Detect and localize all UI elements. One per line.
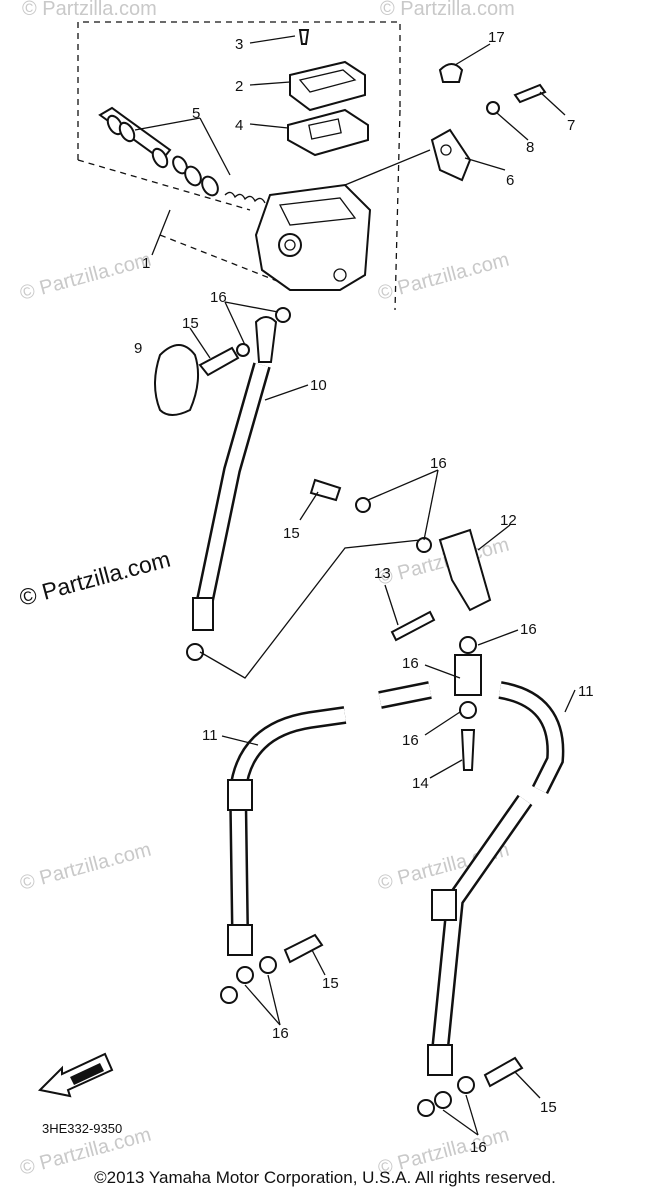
callout-11: 11	[202, 727, 218, 744]
callout-16: 16	[430, 455, 447, 472]
callout-7: 7	[567, 117, 575, 134]
front-arrow-icon	[37, 1052, 114, 1098]
callout-9: 9	[134, 340, 142, 357]
callout-15: 15	[182, 315, 199, 332]
callout-16: 16	[402, 655, 419, 672]
callout-11: 11	[578, 683, 594, 700]
callout-17: 17	[488, 29, 505, 46]
callout-16: 16	[210, 289, 227, 306]
callout-2: 2	[235, 78, 243, 95]
callout-1: 1	[142, 255, 150, 272]
callouts: 3 2 4 5 17 7 8 6 1 16 15 9 10 16 15 12 1…	[134, 29, 594, 1156]
callout-15: 15	[283, 525, 300, 542]
callout-4: 4	[235, 117, 243, 134]
callout-15: 15	[540, 1099, 557, 1116]
callout-8: 8	[526, 139, 534, 156]
lever-holder-parts	[430, 63, 547, 182]
callout-13: 13	[374, 565, 391, 582]
callout-16: 16	[470, 1139, 487, 1156]
diagram-code: 3HE332-9350	[42, 1121, 122, 1136]
lower-left-brake-hose	[220, 681, 432, 1004]
watermark: © Partzilla.com	[22, 0, 157, 20]
callout-3: 3	[235, 36, 243, 53]
callout-16: 16	[402, 732, 419, 749]
reservoir-cap-parts	[287, 29, 369, 157]
watermark: © Partzilla.com	[18, 839, 154, 895]
callout-6: 6	[506, 172, 514, 189]
watermark: © Partzilla.com	[18, 249, 154, 305]
leader-lines	[134, 35, 576, 1136]
copyright-notice: ©2013 Yamaha Motor Corporation, U.S.A. A…	[94, 1168, 556, 1187]
brake-switch-cover	[154, 344, 200, 416]
master-cylinder-body	[254, 149, 431, 291]
watermark: © Partzilla.com	[380, 0, 515, 20]
callout-10: 10	[310, 377, 327, 394]
three-way-joint	[309, 478, 492, 771]
upper-union-bolt	[198, 307, 291, 377]
callout-12: 12	[500, 512, 517, 529]
watermark-primary: © Partzilla.com	[17, 546, 173, 611]
lower-right-brake-hose	[417, 681, 565, 1117]
callout-5: 5	[192, 105, 200, 122]
callout-14: 14	[412, 775, 429, 792]
piston-kit	[98, 106, 266, 204]
callout-16: 16	[272, 1025, 289, 1042]
leader-line	[199, 539, 421, 679]
upper-brake-hose	[186, 362, 271, 661]
callout-16: 16	[520, 621, 537, 638]
callout-15: 15	[322, 975, 339, 992]
